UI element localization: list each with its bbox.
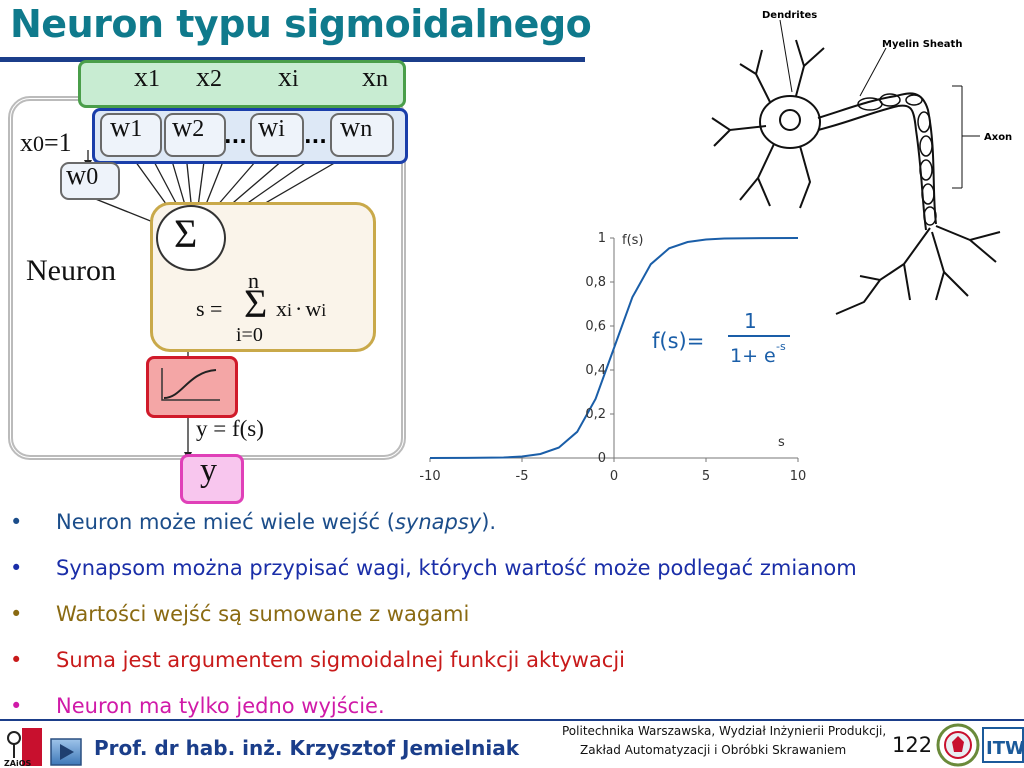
input-x1: x1 (134, 62, 160, 93)
weight-cell-w0 (60, 162, 120, 200)
output-box (180, 454, 244, 504)
chart-y-tick-label: 0,8 (585, 275, 606, 290)
activation-sigmoid-icon (161, 368, 220, 401)
chart-y-tick-label: 0,4 (585, 363, 606, 378)
chart-xlabel: s (778, 435, 785, 450)
page-number: 122 (892, 733, 933, 757)
formula-denominator: 1+ e (730, 345, 776, 367)
play-arrow-icon (60, 744, 74, 760)
bullet-dot: • (10, 510, 23, 534)
bias-input: x0=1 (20, 128, 72, 157)
formula-lhs: f(s)= (652, 329, 704, 353)
footer-institution-line2: Zakład Automatyzacji i Obróbki Skrawanie… (580, 743, 847, 757)
sigma-symbol: Σ (174, 211, 198, 256)
bullet-item: • Neuron ma tylko jedno wyjście. (10, 694, 385, 718)
bullet-text: Synapsom można przypisać wagi, których w… (56, 556, 857, 580)
activation-output-label: y = f(s) (196, 416, 264, 441)
chart-formula: f(s)= 1 1+ e -s (652, 309, 790, 367)
sum-formula-top: n (248, 268, 259, 293)
university-seal-logo (936, 723, 980, 767)
weight-cell-w1 (100, 113, 162, 157)
chart-x-tick-label: -10 (419, 469, 440, 484)
weight-cell-wn (330, 113, 394, 157)
sum-formula-sigma: Σ (244, 281, 268, 326)
inputs-box (78, 60, 406, 108)
weight-cell-w2 (164, 113, 226, 157)
svg-text:ITW: ITW (986, 738, 1024, 759)
chart-y-tick-label: 0 (598, 451, 606, 466)
biological-neuron-illustration: Dendrites Myelin Sheath Axon (711, 10, 1012, 315)
footer-rule (0, 719, 1024, 721)
weight-wn: wn (340, 112, 373, 143)
sum-formula-bottom: i=0 (236, 324, 263, 346)
bullet-text: Wartości wejść są sumowane z wagami (56, 602, 470, 626)
zaios-logo: ZAiOS (4, 728, 42, 768)
formula-numerator: 1 (744, 309, 757, 333)
bullet-text: Suma jest argumentem sigmoidalnej funkcj… (56, 648, 626, 672)
weight-wi: wi (258, 112, 285, 143)
weight-w2: w2 (172, 112, 205, 143)
output-y: y (200, 452, 217, 489)
footer-institution-line1: Politechnika Warszawska, Wydział Inżynie… (562, 724, 887, 738)
sigmoid-chart: 0 0,2 0,4 0,6 0,8 1 -10 -5 0 5 10 f(s) s f(s)= 1 1… (419, 231, 807, 484)
label-dendrites: Dendrites (762, 10, 817, 21)
chart-y-tick-label: 0,6 (585, 319, 606, 334)
sum-formula-lhs: s = (196, 296, 223, 321)
input-xi: xi (278, 62, 299, 93)
chart-ylabel: f(s) (622, 233, 644, 248)
formula-exponent: -s (776, 340, 786, 353)
chart-y-tick-label: 1 (598, 231, 606, 246)
sigmoid-series-line (429, 237, 799, 459)
chart-x-tick-label: 5 (702, 469, 710, 484)
title-underline (0, 57, 585, 62)
bullet-text: Neuron może mieć wiele wejść (synapsy). (56, 510, 497, 534)
input-x2: x2 (196, 62, 222, 93)
weight-w0: w0 (66, 160, 99, 191)
chart-x-tick-label: -5 (516, 469, 529, 484)
chart-y-tick-label: 0,2 (585, 407, 606, 422)
label-myelin-sheath: Myelin Sheath (882, 39, 962, 50)
chart-x-tick-label: 10 (790, 469, 807, 484)
footer-author: Prof. dr hab. inż. Krzysztof Jemielniak (94, 736, 520, 760)
bullet-item: • Neuron może mieć wiele wejść (synapsy). (10, 510, 496, 534)
itw-logo: ITW (982, 727, 1024, 763)
bullet-item: • Synapsom można przypisać wagi, których … (10, 556, 857, 580)
bullet-text: Neuron ma tylko jedno wyjście. (56, 694, 385, 718)
sigma-node (156, 205, 226, 271)
neuron-label: Neuron (26, 254, 116, 287)
bullet-item: • Wartości wejść są sumowane z wagami (10, 602, 469, 626)
weight-w1: w1 (110, 112, 143, 143)
weights-ellipsis-1: ... (224, 124, 247, 148)
chart-x-tick-label: 0 (610, 469, 618, 484)
bullet-dot: • (10, 694, 23, 718)
weight-cell-wi (250, 113, 304, 157)
bullet-dot: • (10, 648, 23, 672)
next-slide-button[interactable] (50, 738, 82, 766)
svg-text:ZAiOS: ZAiOS (4, 759, 32, 768)
sum-formula-terms: xi·wi (276, 296, 327, 321)
bullet-dot: • (10, 556, 23, 580)
bullet-dot: • (10, 602, 23, 626)
slide-title: Neuron typu sigmoidalnego (10, 2, 592, 46)
label-axon: Axon (984, 132, 1012, 143)
bullet-item: • Suma jest argumentem sigmoidalnej funkc… (10, 648, 625, 672)
weights-ellipsis-2: ... (304, 124, 327, 148)
input-xn: xn (362, 62, 388, 93)
